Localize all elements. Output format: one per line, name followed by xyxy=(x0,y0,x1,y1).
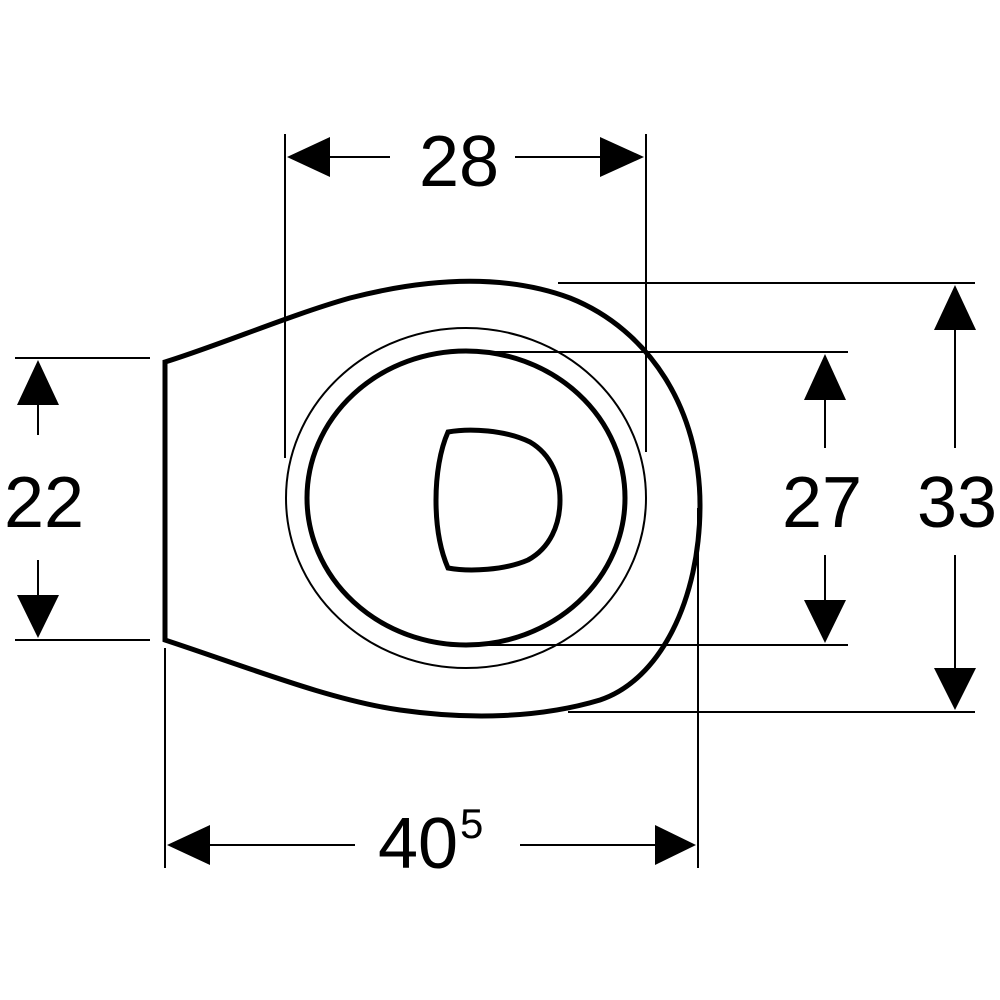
arrowhead-bottom-right xyxy=(655,825,696,865)
dimension-label-bottom-superscript: 5 xyxy=(460,800,483,847)
dimension-label-top: 28 xyxy=(419,122,499,202)
arrowhead-bottom-left xyxy=(167,825,210,865)
arrowhead-outer-bottom xyxy=(934,668,976,710)
dimension-label-outer: 33 xyxy=(917,463,997,543)
arrowhead-outer-top xyxy=(934,285,976,330)
arrowhead-top-right xyxy=(600,137,644,177)
dimension-outer-33: 33 xyxy=(558,282,997,713)
d-shaped-opening xyxy=(433,427,563,573)
arrowhead-inner-top xyxy=(804,354,846,400)
dimension-bottom-40-5: 40 5 xyxy=(164,508,699,884)
body-outline xyxy=(162,278,703,719)
dimension-left-22: 22 xyxy=(4,357,150,641)
arrowhead-inner-bottom xyxy=(804,600,846,643)
arrowhead-left-bottom xyxy=(17,595,59,638)
dimension-label-bottom: 40 xyxy=(378,804,458,884)
arrowhead-left-top xyxy=(17,360,59,405)
inner-ring xyxy=(304,348,628,648)
dimension-label-inner: 27 xyxy=(782,463,862,543)
arrowhead-top-left xyxy=(287,137,330,177)
outer-ring xyxy=(285,327,647,669)
dimension-top-28: 28 xyxy=(284,122,647,458)
dimension-inner-27: 27 xyxy=(465,351,862,646)
dimension-label-left: 22 xyxy=(4,463,84,543)
product-body xyxy=(162,278,703,719)
